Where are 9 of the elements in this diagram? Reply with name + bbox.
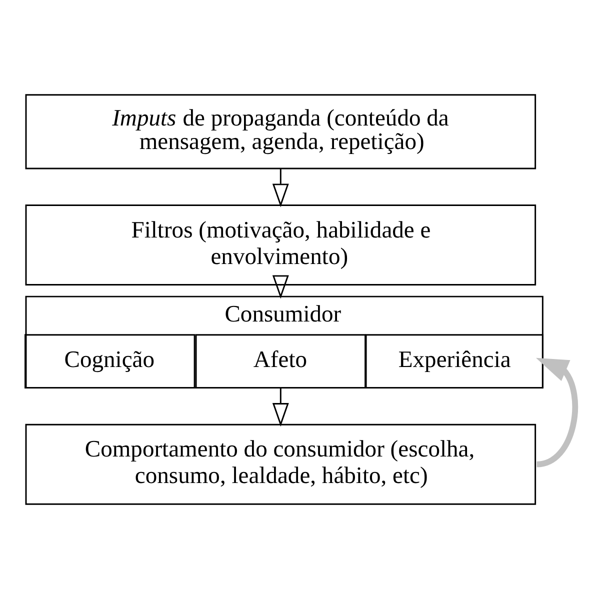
arrow — [272, 388, 289, 427]
arrow — [272, 168, 289, 208]
arrow — [536, 358, 578, 468]
node-box: Comportamento do consumidor (escolha, consumo, lealdade, hábito, etc) — [25, 424, 536, 505]
arrow — [272, 275, 289, 299]
node-box: Experiência — [365, 334, 544, 389]
node-box: Imputs de propaganda (conteúdo da mensagem, agenda, repetição) — [25, 94, 536, 170]
node-box: Cognição — [24, 334, 196, 389]
node-box: Afeto — [195, 334, 366, 389]
